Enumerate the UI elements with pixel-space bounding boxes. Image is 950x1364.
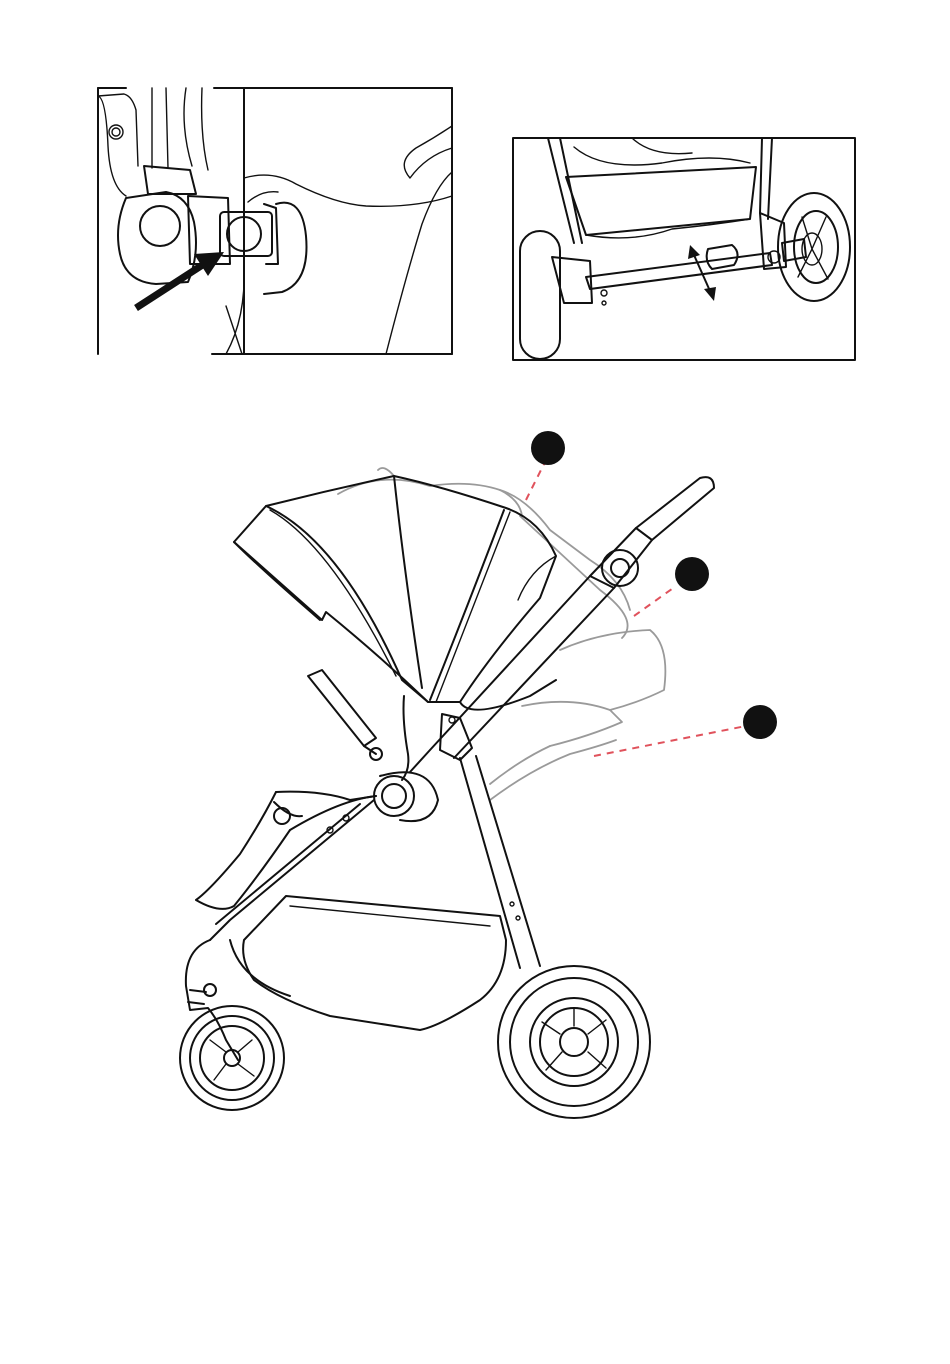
- chassis-detail-figure: [512, 137, 856, 361]
- position-marker-middle: [675, 557, 709, 591]
- screw-icon: [109, 125, 123, 139]
- recline-positions-figure: [170, 420, 790, 1130]
- hub-cap: [140, 206, 180, 246]
- chassis-detail-drawing: [512, 137, 856, 361]
- socket-ring: [264, 203, 307, 294]
- stroller-frame: [210, 576, 614, 968]
- hinge-detail-figure: [96, 86, 454, 356]
- front-wheel: [180, 940, 284, 1110]
- rear-axle: [586, 253, 772, 289]
- recline-position-leaders: [526, 431, 777, 756]
- bumper-bar: [308, 670, 382, 760]
- arrow-pointing-to-release-button-icon: [136, 252, 224, 308]
- leader-line-middle: [634, 586, 676, 616]
- left-wheel: [520, 231, 560, 359]
- canopy: [234, 476, 556, 702]
- leader-line-upright: [526, 460, 546, 500]
- position-marker-upright: [531, 431, 565, 465]
- rear-wheel: [498, 966, 650, 1118]
- leader-line-flat: [594, 726, 746, 756]
- right-wheel: [778, 193, 850, 301]
- position-marker-flat: [743, 705, 777, 739]
- basket: [566, 167, 756, 235]
- seat: [196, 680, 556, 909]
- basket: [230, 896, 506, 1030]
- hinge-detail-drawing: [96, 86, 454, 356]
- seat-hinge: [374, 776, 414, 816]
- stroller-drawing: [170, 420, 790, 1130]
